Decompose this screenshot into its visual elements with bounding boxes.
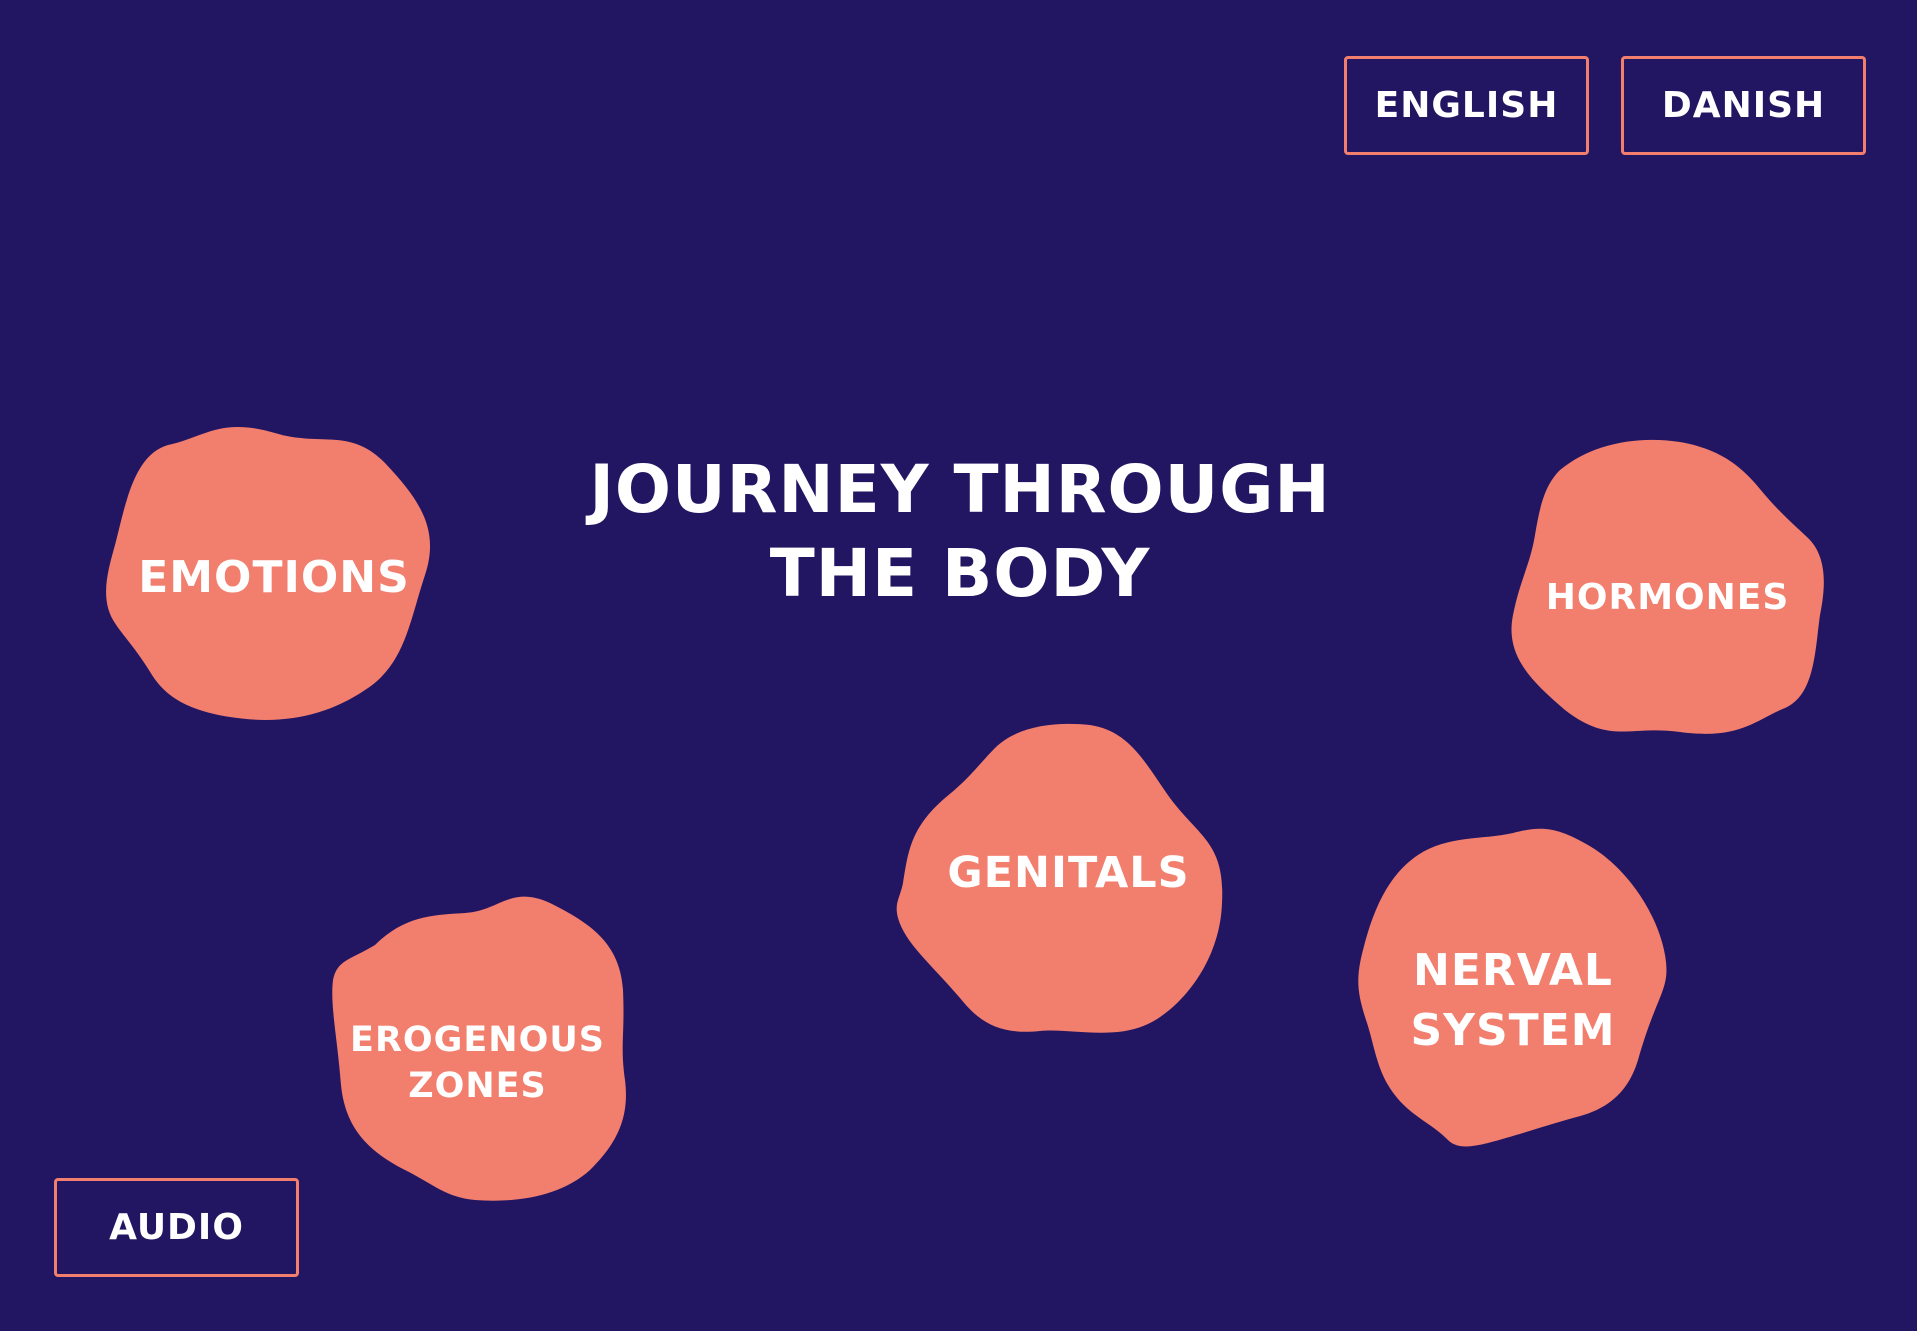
emotions-blob-shape [106, 426, 431, 720]
screen-edge-right [1917, 0, 1920, 1334]
topic-hormones-label: HORMONES [1545, 576, 1790, 618]
hormones-blob-shape [1511, 439, 1824, 734]
topic-nerval-system-button[interactable]: NERVAL SYSTEM [1358, 828, 1668, 1150]
topic-erogenous-zones-label: EROGENOUS ZONES [350, 1019, 605, 1106]
page-title-line-2: THE BODY [769, 535, 1151, 612]
genitals-blob-shape [896, 723, 1223, 1033]
danish-language-button[interactable]: DANISH [1621, 56, 1866, 155]
english-language-button[interactable]: ENGLISH [1344, 56, 1589, 155]
topic-genitals-button[interactable]: GENITALS [896, 723, 1225, 1033]
topic-emotions-label: EMOTIONS [138, 552, 410, 603]
topic-hormones-button[interactable]: HORMONES [1510, 439, 1825, 738]
nerval-system-blob-shape [1358, 828, 1667, 1147]
topic-erogenous-zones-button[interactable]: EROGENOUS ZONES [325, 895, 630, 1201]
topic-emotions-button[interactable]: EMOTIONS [106, 425, 431, 730]
topic-genitals-label: GENITALS [947, 848, 1190, 898]
page-title: JOURNEY THROUGH THE BODY [560, 448, 1360, 616]
erogenous-zones-blob-shape [332, 896, 626, 1201]
screen-edge-bottom [0, 1331, 1920, 1334]
page-title-line-1: JOURNEY THROUGH [589, 451, 1331, 528]
audio-button[interactable]: AUDIO [54, 1178, 299, 1277]
topic-nerval-system-label: NERVAL SYSTEM [1410, 945, 1616, 1056]
